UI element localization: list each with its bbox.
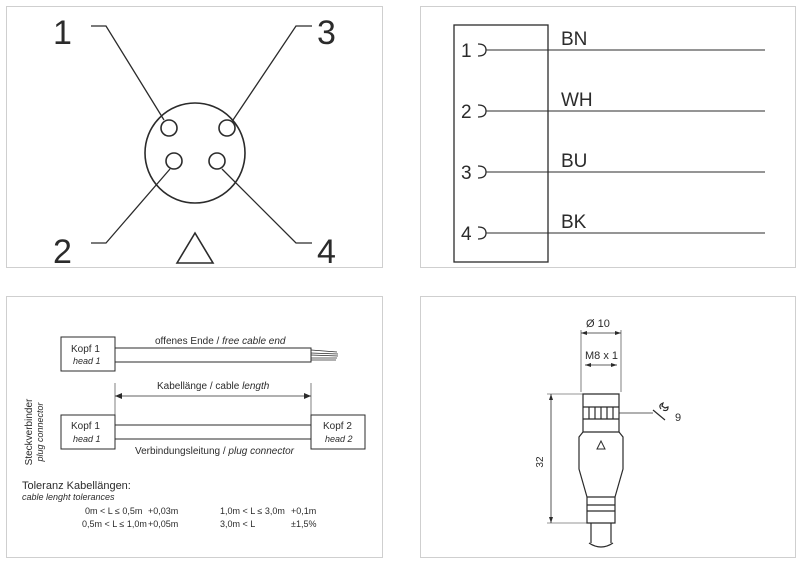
pin-1-label: 1: [53, 14, 72, 52]
wire-row-3: 3 BU: [461, 151, 765, 184]
wire-1-pin: 1: [461, 41, 472, 62]
pin-1-leader: [91, 25, 165, 121]
connection-label: Verbindungsleitung / plug connector: [135, 446, 295, 457]
wrench-icon: [652, 401, 669, 421]
length-label: Kabellänge / cable length: [157, 381, 270, 392]
connector-face: [144, 102, 246, 204]
free-cable: [114, 347, 312, 363]
length-label: 32: [535, 456, 546, 468]
wire-3-pin: 3: [461, 163, 472, 184]
pin-4-leader: [221, 168, 312, 244]
pin-2-socket: [165, 152, 183, 170]
tolerance-range-2: 0,5m < L ≤ 1,0m: [82, 519, 147, 529]
diameter-arrow-right-icon: [615, 331, 621, 335]
dimension-drawing: Ø 10 M8 x 1 32: [535, 318, 681, 548]
triangle-icon: [175, 231, 215, 264]
cable-diagram: Steckverbinder plug connector Kopf 1 hea…: [22, 336, 366, 529]
head2-label-en: head 2: [325, 434, 353, 444]
cable-strands-icon: [310, 349, 339, 361]
wire-row-2: 2 WH: [461, 90, 765, 123]
diameter-arrow-left-icon: [581, 331, 587, 335]
wire-4-color: BK: [561, 212, 587, 233]
tolerance-value-3: +0,1m: [291, 506, 316, 516]
wire-4-pin: 4: [461, 224, 472, 245]
length-arrow-top-icon: [549, 394, 553, 400]
connector-drawing: [578, 393, 624, 548]
tolerance-value-2: +0,05m: [148, 519, 178, 529]
connection-cable: [114, 424, 312, 440]
connector-body: [453, 24, 549, 263]
wiring-diagram: 1 BN 2 WH 3 BU 4 BK: [453, 24, 765, 263]
tolerance-title: Toleranz Kabellängen:: [22, 480, 131, 492]
tolerance-range-3: 1,0m < L ≤ 3,0m: [220, 506, 285, 516]
tolerance-range-1: 0m < L ≤ 0,5m: [85, 506, 142, 516]
head1-label-de-bottom: Kopf 1: [71, 421, 100, 432]
pin-4-label: 4: [317, 233, 336, 269]
pin-3-leader: [232, 25, 312, 121]
coding-triangle-icon: [596, 439, 606, 450]
contact-3-icon: [477, 165, 487, 179]
head1-label-en-bottom: head 1: [73, 434, 101, 444]
wire-row-1: 1 BN: [461, 29, 765, 62]
pin-2-label: 2: [53, 233, 72, 269]
cable-panel: Steckverbinder plug connector Kopf 1 hea…: [6, 296, 383, 558]
tolerance-value-1: +0,03m: [148, 506, 178, 516]
contact-2-icon: [477, 104, 487, 118]
wiring-panel: 1 BN 2 WH 3 BU 4 BK: [420, 6, 796, 268]
side-label-en: plug connector: [35, 401, 45, 462]
head2-box: [310, 414, 366, 450]
pinout-panel: 1 3 2 4: [6, 6, 383, 269]
thread-arrow-right-icon: [611, 363, 617, 367]
head2-label-de: Kopf 2: [323, 421, 352, 432]
arrow-right-icon: [304, 393, 311, 399]
diameter-label: Ø 10: [586, 318, 610, 330]
thread-arrow-left-icon: [585, 363, 591, 367]
wire-3-color: BU: [561, 151, 587, 172]
wire-1-color: BN: [561, 29, 587, 50]
wrench-size-label: 9: [675, 412, 681, 424]
pin-3-socket: [218, 119, 236, 137]
head1-label-de-top: Kopf 1: [71, 344, 100, 355]
head1-label-en-top: head 1: [73, 356, 101, 366]
free-end-label: offenes Ende / free cable end: [155, 336, 286, 347]
length-arrow-bottom-icon: [549, 517, 553, 523]
pin-3-label: 3: [317, 14, 336, 52]
head1-box-top: [60, 336, 116, 372]
pin-2-leader: [91, 168, 171, 244]
thread-label: M8 x 1: [585, 350, 618, 362]
wire-row-4: 4 BK: [461, 212, 765, 245]
dimensions-panel: Ø 10 M8 x 1 32: [420, 296, 796, 558]
wire-2-color: WH: [561, 90, 593, 111]
wire-2-pin: 2: [461, 102, 472, 123]
tolerance-range-4: 3,0m < L: [220, 519, 255, 529]
side-label-de: Steckverbinder: [24, 398, 35, 465]
arrow-left-icon: [115, 393, 122, 399]
tolerance-value-4: ±1,5%: [291, 519, 316, 529]
pinout-diagram: 1 3 2 4: [53, 14, 336, 269]
pin-1-socket: [160, 119, 178, 137]
contact-1-icon: [477, 43, 487, 57]
contact-4-icon: [477, 226, 487, 240]
tolerance-subtitle: cable lenght tolerances: [22, 492, 115, 502]
pin-4-socket: [208, 152, 226, 170]
